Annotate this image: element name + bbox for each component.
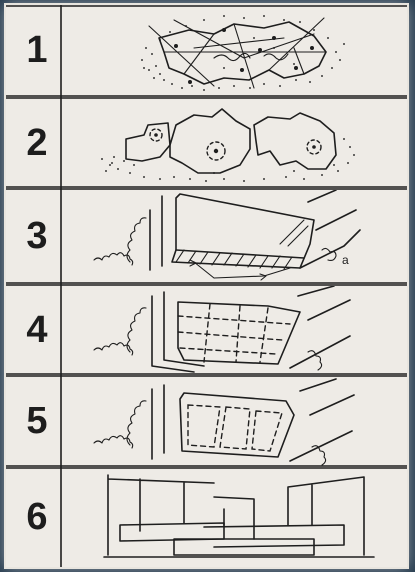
step-row-4: 4: [6, 286, 407, 374]
site-plan-sketch: a: [64, 190, 404, 283]
step-number: 5: [16, 401, 58, 441]
step-row-5: 5: [6, 377, 407, 466]
step-number: 2: [16, 123, 58, 163]
step-row-6: 6: [6, 469, 407, 567]
building-elevation-sketch: [64, 469, 404, 567]
svg-text:a: a: [342, 253, 349, 267]
step-row-3: 3 a: [6, 190, 407, 283]
block-grid-sketch: [64, 286, 404, 374]
step-row-2: 2: [6, 99, 407, 187]
step-row-1: 1: [6, 8, 407, 96]
site-analysis-sketch: [64, 8, 404, 96]
step-number: 6: [16, 497, 58, 537]
step-number: 1: [16, 30, 58, 70]
zones-sketch: [64, 99, 404, 187]
block-layout-sketch: [64, 377, 404, 466]
step-number: 3: [16, 216, 58, 256]
step-number: 4: [16, 310, 58, 350]
diagram-sheet: 1 2: [6, 5, 407, 567]
